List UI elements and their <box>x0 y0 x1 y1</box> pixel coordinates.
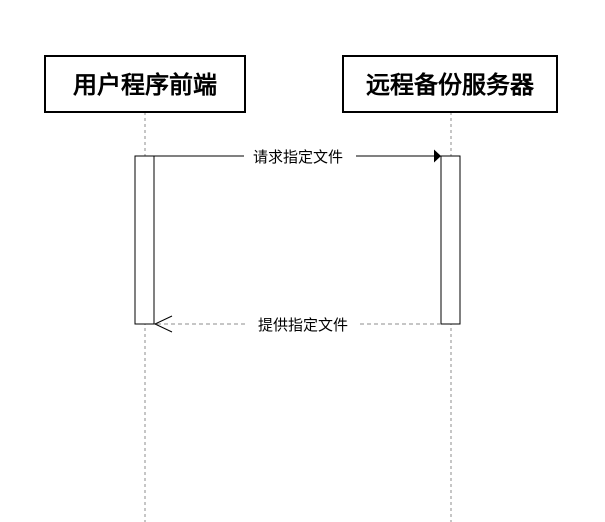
participant-server-box <box>342 55 558 113</box>
message-request-arrowhead <box>434 149 441 163</box>
message-response: 提供指定文件 <box>153 315 441 334</box>
message-request: 请求指定文件 <box>154 147 441 166</box>
activation-client <box>134 155 155 325</box>
participant-server-label: 远程备份服务器 <box>366 71 535 99</box>
message-response-arrowhead <box>153 315 173 333</box>
participant-client-box <box>44 55 246 113</box>
participant-client[interactable]: 用户程序前端 <box>44 55 246 113</box>
activation-server <box>440 155 461 325</box>
participant-client-label: 用户程序前端 <box>73 71 217 99</box>
participant-server[interactable]: 远程备份服务器 <box>342 55 558 113</box>
message-request-label: 请求指定文件 <box>253 148 343 166</box>
message-response-label-bg <box>248 315 360 333</box>
message-request-label-bg <box>244 147 356 165</box>
message-response-label: 提供指定文件 <box>258 316 348 334</box>
